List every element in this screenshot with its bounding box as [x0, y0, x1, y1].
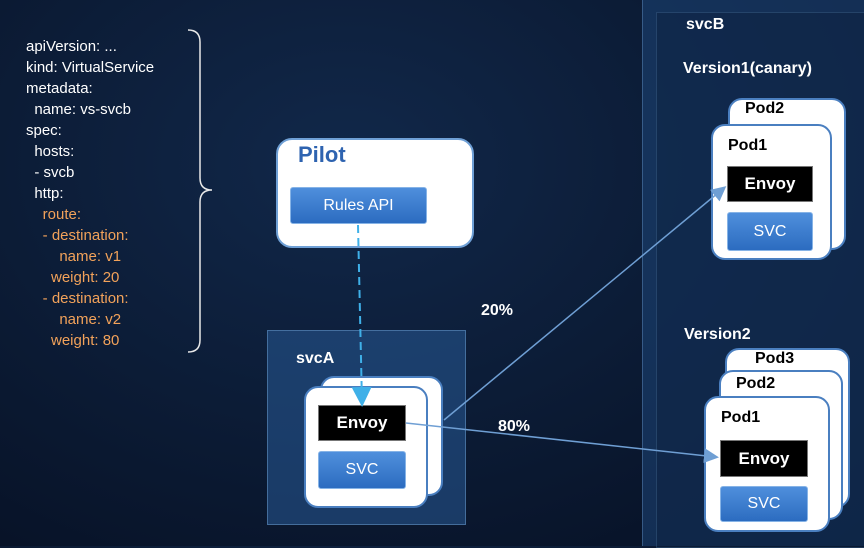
yaml-line: - svcb	[26, 164, 75, 181]
version1-label: Version1(canary)	[683, 60, 812, 77]
pilot-title: Pilot	[298, 142, 346, 167]
v1-envoy: Envoy	[727, 166, 813, 202]
yaml-line: - destination:	[26, 227, 129, 244]
rules-sync-link	[351, 224, 372, 407]
yaml-line: route:	[26, 206, 82, 223]
yaml-line: kind: VirtualService	[26, 59, 155, 76]
curly-brace	[187, 29, 213, 353]
version2-label: Version2	[684, 326, 751, 343]
svca-label: svcA	[296, 350, 335, 367]
v1-pod1-label: Pod1	[728, 137, 768, 154]
v2-pod1-label: Pod1	[721, 409, 761, 426]
traffic-pct-v2: 80%	[498, 418, 531, 435]
v1-svc: SVC	[727, 212, 813, 251]
yaml-line: hosts:	[26, 143, 75, 160]
v1-pod2-label: Pod2	[745, 100, 785, 117]
v2-pod2-label: Pod2	[736, 375, 776, 392]
svca-svc: SVC	[318, 451, 406, 489]
yaml-line: spec:	[26, 122, 62, 139]
yaml-line: name: vs-svcb	[26, 101, 132, 118]
v2-svc: SVC	[720, 486, 808, 522]
route-link-v2	[405, 422, 719, 464]
v2-envoy: Envoy	[720, 440, 808, 477]
svcb-label: svcB	[686, 16, 725, 33]
yaml-line: - destination:	[26, 290, 129, 307]
yaml-line: name: v2	[26, 311, 122, 328]
virtualservice-yaml: apiVersion: ... kind: VirtualService met…	[26, 36, 154, 351]
yaml-line: apiVersion: ...	[26, 38, 117, 55]
v2-pod3-label: Pod3	[755, 350, 795, 367]
rules-api-box: Rules API	[290, 187, 427, 224]
route-link-v1	[443, 186, 727, 421]
yaml-line: weight: 20	[26, 269, 120, 286]
yaml-line: metadata:	[26, 80, 93, 97]
yaml-line: weight: 80	[26, 332, 120, 349]
yaml-line: name: v1	[26, 248, 122, 265]
traffic-pct-v1: 20%	[481, 302, 514, 319]
yaml-line: http:	[26, 185, 64, 202]
